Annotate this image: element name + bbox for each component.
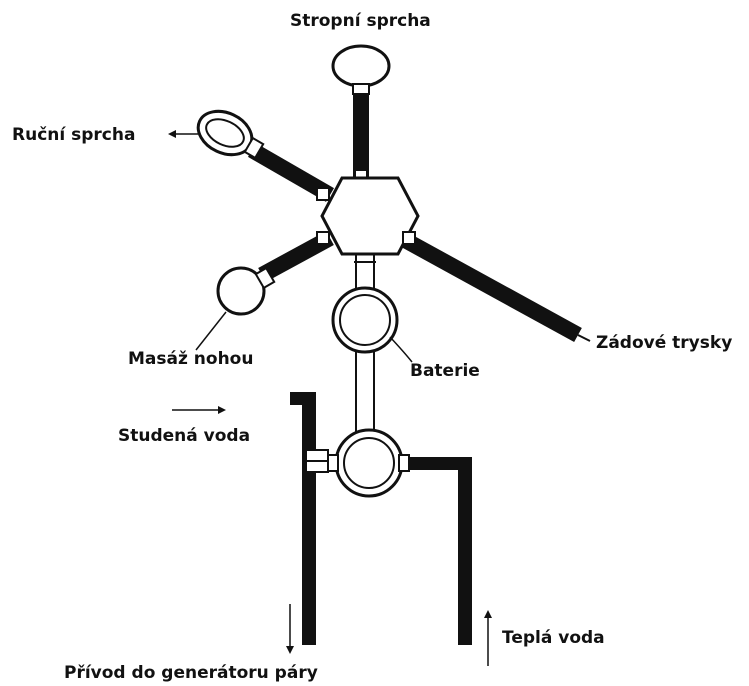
hot-water-arrow (484, 610, 492, 666)
valve-inner-ring (343, 437, 395, 489)
overhead-shower-nut (352, 83, 370, 95)
label-mixer: Baterie (410, 361, 480, 381)
distributor-hexagon (320, 176, 420, 256)
valve-nut-right (398, 454, 410, 472)
foot-massage-nut (254, 266, 276, 290)
foot-massage-pointer (195, 311, 227, 351)
hand-shower-head (196, 109, 254, 157)
overhead-shower-head (331, 44, 391, 88)
distributor-nut-right (402, 231, 416, 245)
distributor-nut-left-upper (316, 187, 330, 201)
label-hand-shower: Ruční sprcha (12, 125, 135, 145)
distributor-nut-left-lower (316, 231, 330, 245)
hand-shower-arrow (168, 130, 198, 138)
overhead-shower-pipe (353, 92, 369, 180)
valve-nut-left (327, 454, 339, 472)
mixer-pointer (389, 336, 413, 363)
label-steam-supply: Přívod do generátoru páry (64, 663, 318, 683)
back-jets-hose (401, 232, 582, 343)
hot-water-pipe (409, 457, 472, 645)
label-hot-water: Teplá voda (502, 628, 605, 648)
foot-massage-ball (216, 266, 266, 316)
cold-water-pipe (290, 392, 316, 645)
cold-water-arrow (172, 406, 226, 414)
label-cold-water: Studená voda (118, 426, 250, 446)
hand-shower-nut (243, 136, 265, 160)
label-overhead-shower: Stropní sprcha (290, 11, 431, 31)
label-foot-massage: Masáž nohou (128, 349, 253, 369)
label-back-jets: Zádové trysky (596, 333, 732, 353)
back-jets-pointer (577, 334, 591, 342)
mixer-inner-ring (339, 294, 391, 346)
steam-supply-arrow (286, 604, 294, 654)
